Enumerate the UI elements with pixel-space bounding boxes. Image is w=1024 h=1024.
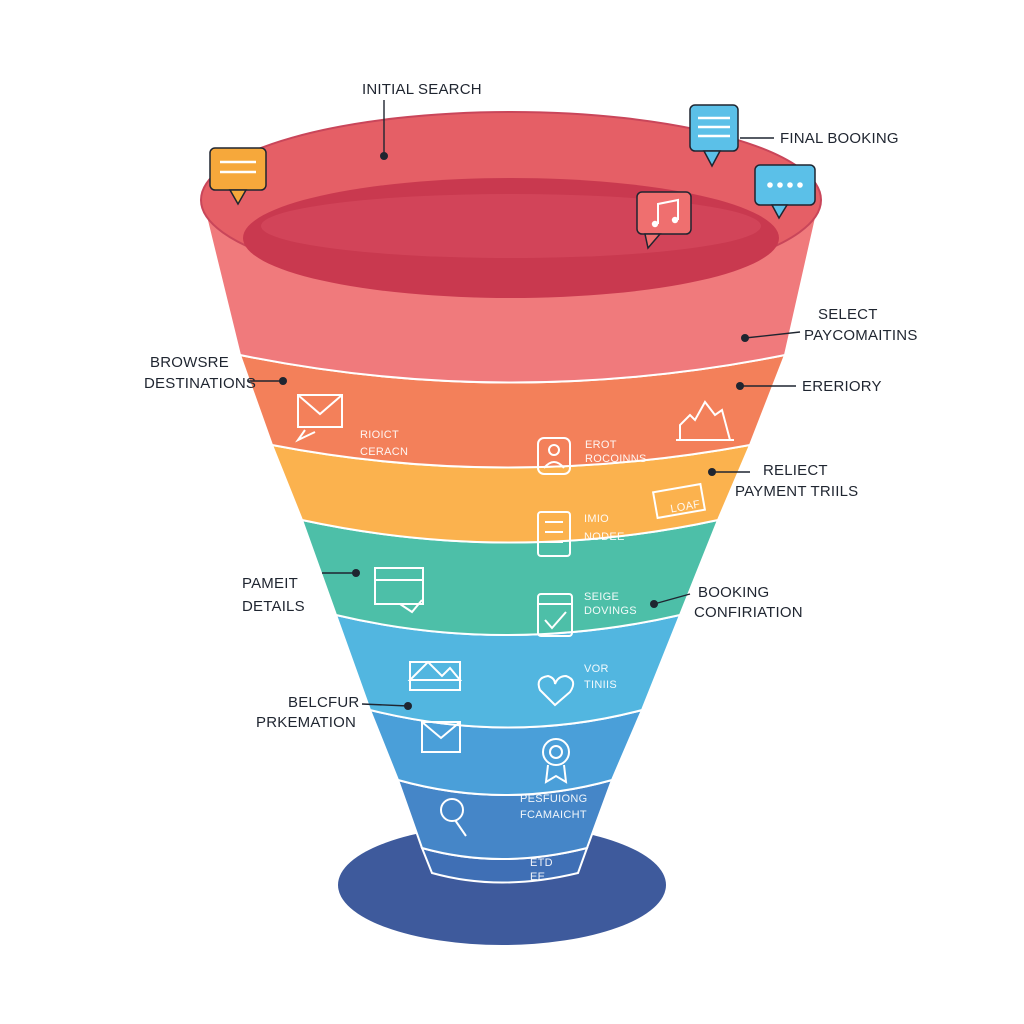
band2-right-text-1: IMIO xyxy=(584,513,609,525)
music-bubble-icon xyxy=(636,191,692,250)
label-booking-line1: BOOKING xyxy=(698,584,769,601)
band6-text-2: FCAMAICHT xyxy=(520,809,587,821)
label-reliect-line1: RELIECT xyxy=(763,462,828,479)
band6-text-1: PESFUIONG xyxy=(520,793,588,805)
label-payment-line2: DETAILS xyxy=(242,598,305,615)
envelope-icon xyxy=(295,394,343,443)
band4-right-text-2: TINIIS xyxy=(584,679,617,691)
gear-hand-icon xyxy=(440,798,467,837)
chat-bubble-dots-icon xyxy=(754,164,816,220)
band3-right-text-2: DOVINGS xyxy=(584,605,637,617)
label-select-line2: PAYCOMAITINS xyxy=(804,327,918,344)
band1-left-text-2: CERACN xyxy=(360,446,408,458)
label-select-line1: SELECT xyxy=(818,306,878,323)
band4-right-text-1: VOR xyxy=(584,663,609,675)
ticket-tag-text: LOAF xyxy=(670,498,702,515)
user-profile-icon xyxy=(537,437,571,475)
band7-text-1: ETD xyxy=(530,857,553,869)
calendar-check-icon xyxy=(537,593,573,637)
label-reliect-line2: PAYMENT TRIILS xyxy=(735,483,858,500)
band2-right-text-2: NODEE xyxy=(584,531,625,543)
payment-card-icon xyxy=(374,567,424,614)
label-final-booking: FINAL BOOKING xyxy=(780,130,899,147)
band7-text-2: EE xyxy=(530,871,545,883)
gear-ribbon-icon xyxy=(542,738,570,784)
band1-right-text-1: EROT xyxy=(585,439,617,451)
leader-lines xyxy=(248,100,801,710)
band1-left-text-1: RIOICT xyxy=(360,429,399,441)
label-browse-line1: BROWSRE xyxy=(150,354,229,371)
city-icon xyxy=(676,400,734,441)
ticket-icon xyxy=(651,482,707,520)
chat-bubble-orange-icon xyxy=(209,147,267,206)
band1-right-text-2: ROCOINNS xyxy=(585,453,647,465)
label-browse-line2: DESTINATIONS xyxy=(144,375,256,392)
label-initial-search: INITIAL SEARCH xyxy=(362,81,482,98)
label-belcfur-line1: BELCFUR xyxy=(288,694,359,711)
heart-check-icon xyxy=(537,674,575,707)
label-ereriory: ERERIORY xyxy=(802,378,882,395)
mountain-photo-icon xyxy=(407,660,463,691)
funnel-rim-shine xyxy=(261,194,761,258)
band3-right-text-1: SEIGE xyxy=(584,591,619,603)
label-payment-line1: PAMEIT xyxy=(242,575,298,592)
label-booking-line2: CONFIRIATION xyxy=(694,604,803,621)
document-icon xyxy=(537,511,571,557)
envelope-small-icon xyxy=(421,721,461,753)
chat-bubble-lines-icon xyxy=(689,104,739,168)
label-belcfur-line2: PRKEMATION xyxy=(256,714,356,731)
